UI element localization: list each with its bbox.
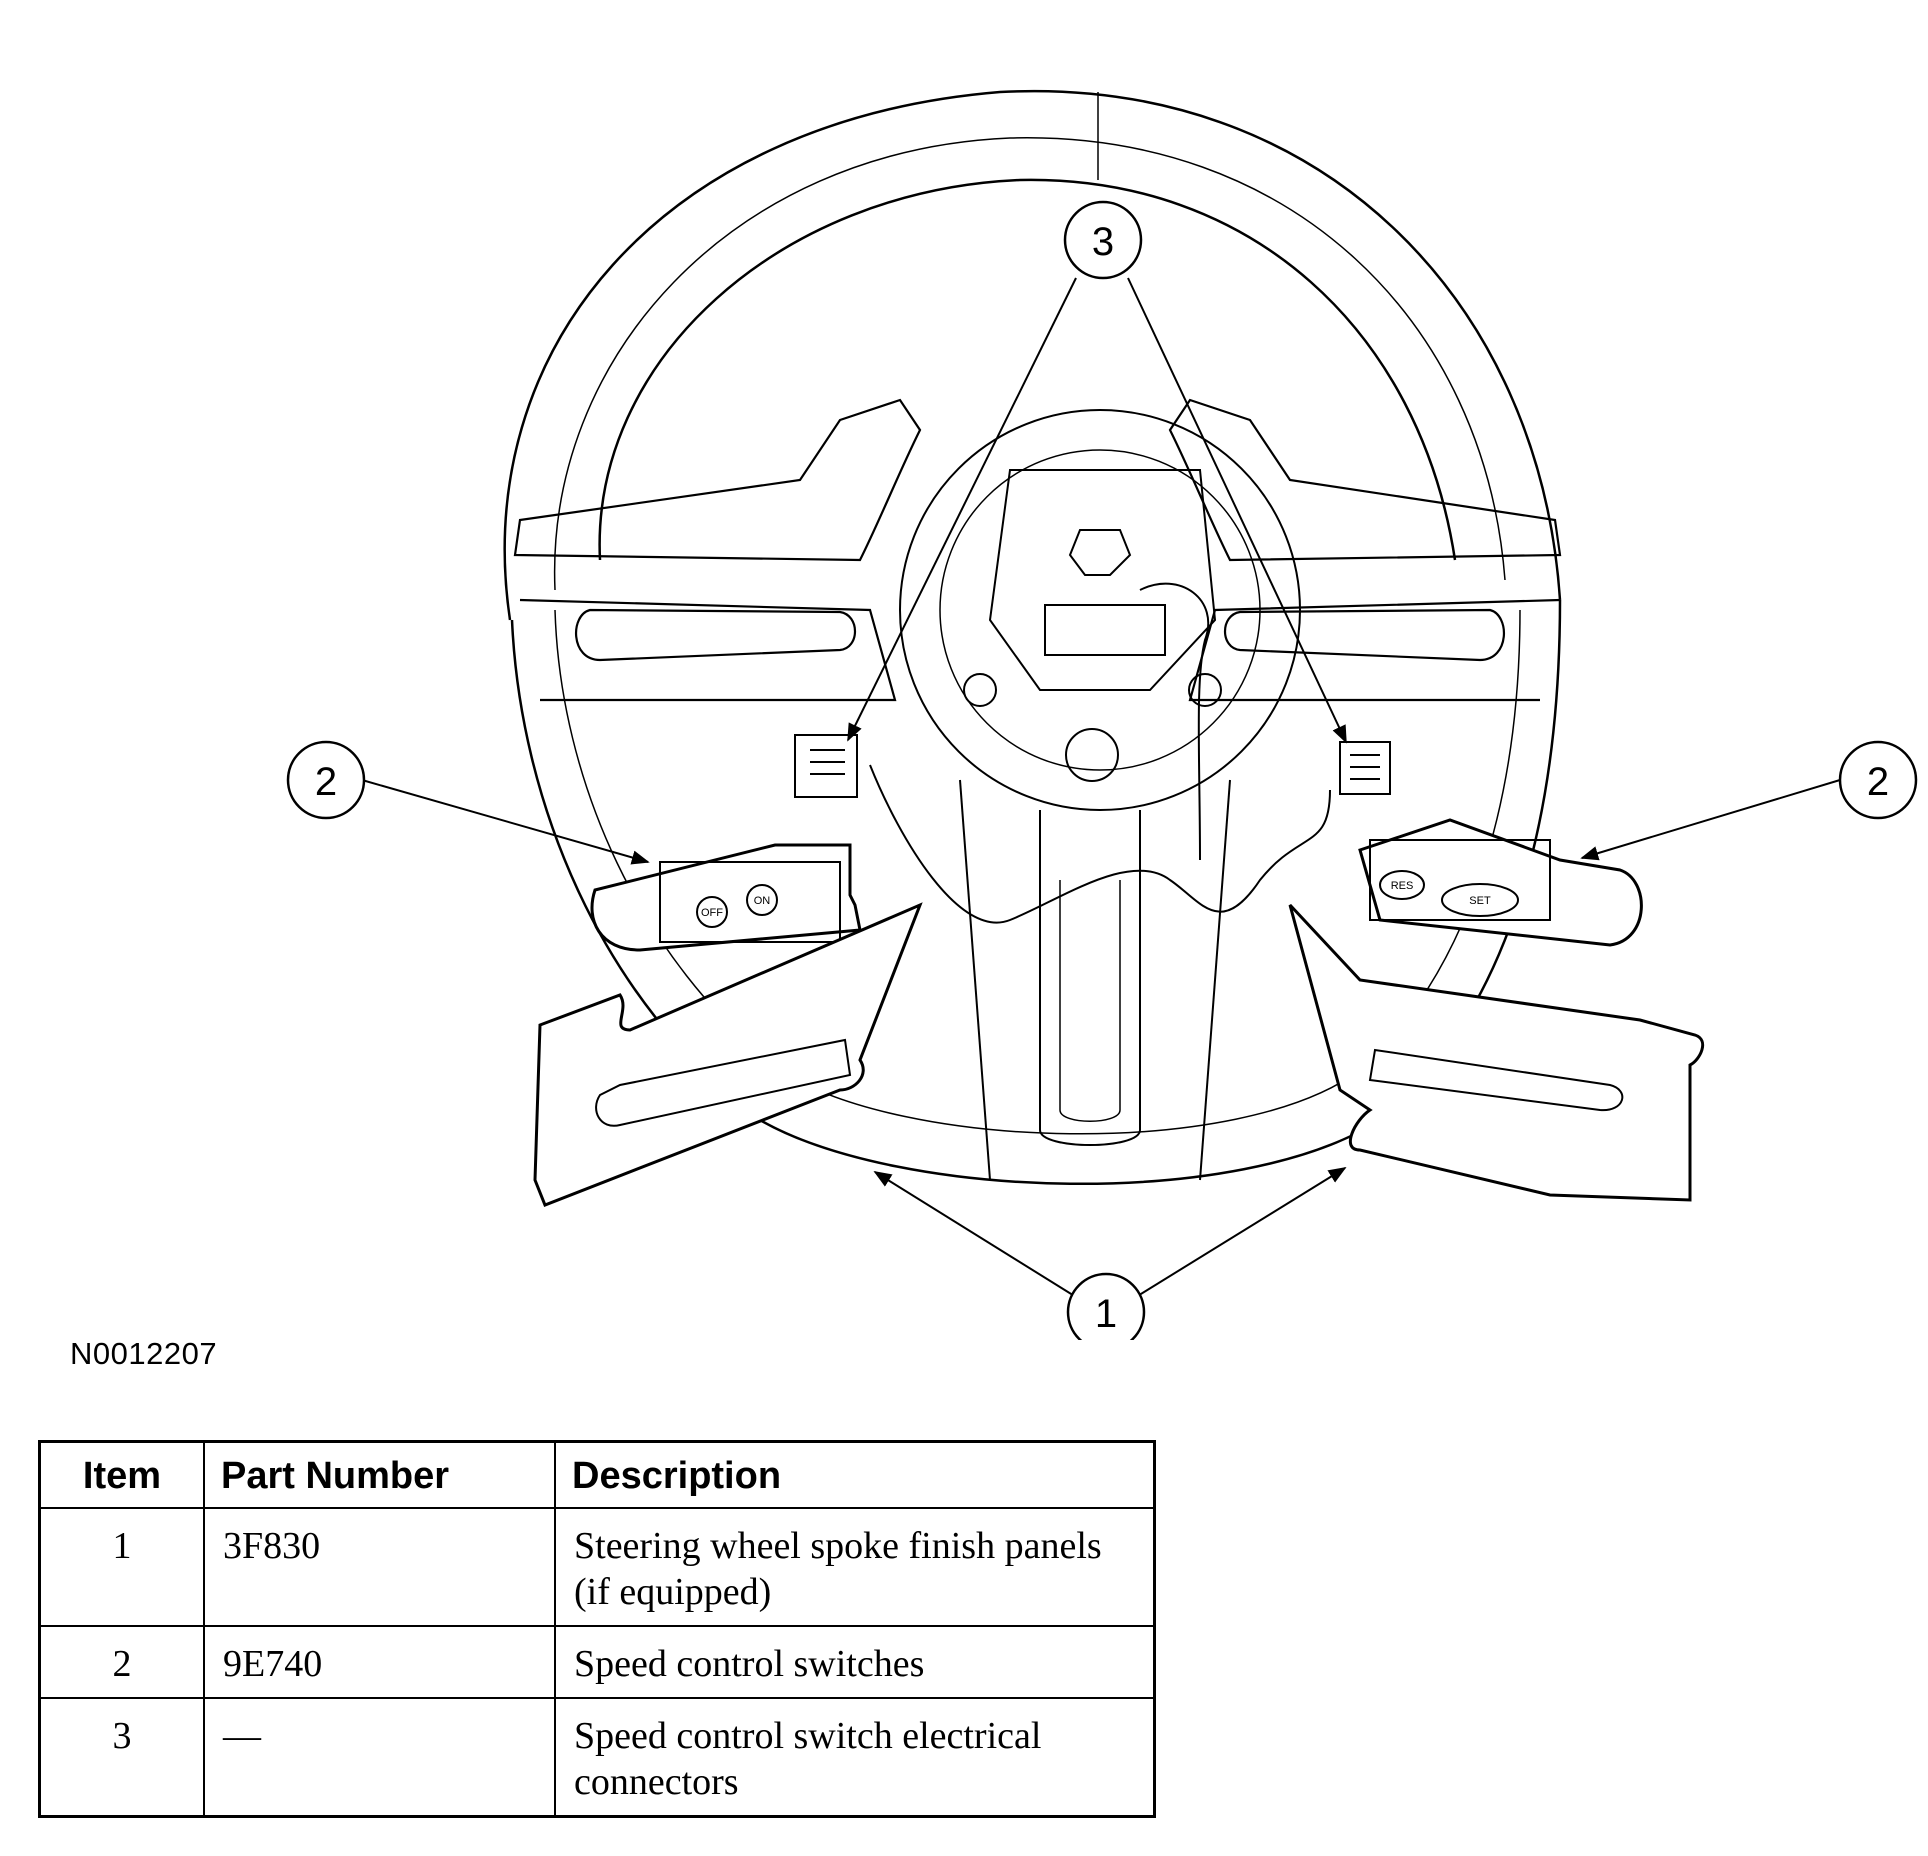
steering-wheel-hub bbox=[899, 409, 1301, 1181]
steering-wheel-rim bbox=[503, 89, 1562, 1185]
callout-2-right: 2 bbox=[1838, 740, 1918, 820]
row-item: 1 bbox=[38, 1507, 205, 1627]
callout-1: 1 bbox=[1066, 1272, 1146, 1340]
row-item: 2 bbox=[38, 1625, 205, 1699]
table-row: 1 3F830 Steering wheel spoke finish pane… bbox=[38, 1507, 1156, 1627]
figure-id-label: N0012207 bbox=[70, 1336, 218, 1371]
header-description: Description bbox=[554, 1440, 1156, 1509]
callout-1-label: 1 bbox=[1095, 1292, 1117, 1336]
row-description: Steering wheel spoke finish panels (if e… bbox=[554, 1507, 1156, 1627]
wiring-harness bbox=[869, 764, 1331, 924]
set-button-label: SET bbox=[1469, 895, 1491, 907]
parts-table: Item Part Number Description 1 3F830 Ste… bbox=[38, 1440, 1156, 1818]
row-description: Speed control switch electrical connecto… bbox=[554, 1697, 1156, 1818]
left-speed-control-switch: OFF ON bbox=[590, 843, 862, 952]
parts-table-header-row: Item Part Number Description bbox=[38, 1440, 1156, 1509]
callout-3: 3 bbox=[1063, 200, 1143, 280]
callout-2-right-label: 2 bbox=[1867, 760, 1889, 804]
header-item: Item bbox=[38, 1440, 205, 1509]
header-part-number: Part Number bbox=[203, 1440, 556, 1509]
callout-2-left-label: 2 bbox=[315, 760, 337, 804]
table-row: 3 — Speed control switch electrical conn… bbox=[38, 1697, 1156, 1818]
spoke-finish-panels bbox=[533, 902, 1705, 1207]
steering-wheel-spokes bbox=[513, 398, 1562, 702]
callout-3-label: 3 bbox=[1092, 220, 1114, 264]
steering-wheel-exploded-diagram: OFF ON RES SET 3 2 2 1 bbox=[286, 89, 1918, 1340]
on-button-label: ON bbox=[754, 895, 771, 907]
leader-lines bbox=[361, 277, 1841, 1298]
row-description: Speed control switches bbox=[554, 1625, 1156, 1699]
speed-control-connectors bbox=[794, 734, 1391, 798]
right-speed-control-switch: RES SET bbox=[1358, 818, 1643, 947]
row-part-number: — bbox=[203, 1697, 556, 1818]
res-button-label: RES bbox=[1391, 880, 1414, 892]
table-row: 2 9E740 Speed control switches bbox=[38, 1625, 1156, 1699]
callout-2-left: 2 bbox=[286, 740, 366, 820]
off-button-label: OFF bbox=[701, 907, 723, 919]
row-part-number: 3F830 bbox=[203, 1507, 556, 1627]
row-item: 3 bbox=[38, 1697, 205, 1818]
row-part-number: 9E740 bbox=[203, 1625, 556, 1699]
